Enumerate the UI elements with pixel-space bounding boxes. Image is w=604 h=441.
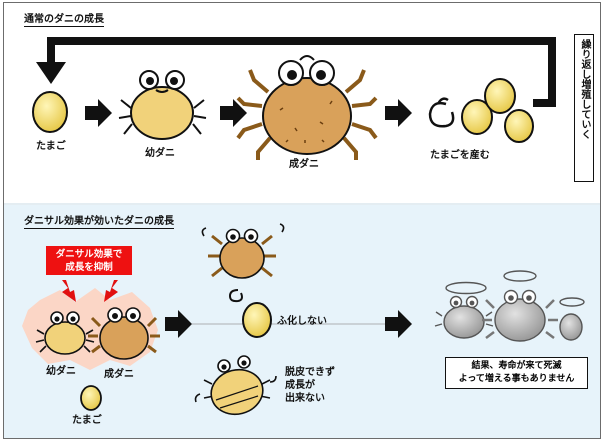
arrow-right-icon — [385, 99, 412, 127]
bottom-adult-label: 成ダニ — [104, 369, 134, 380]
arrow-right-icon — [85, 99, 112, 127]
arrow-right-icon — [220, 99, 247, 127]
cycle-note-box: 繰り返し増殖していく — [574, 34, 594, 182]
molt-failed-mite-icon — [194, 355, 277, 416]
larva-mite-icon — [118, 70, 207, 140]
larva-label: 幼ダニ — [145, 148, 175, 159]
arrow-right-icon — [385, 310, 412, 338]
unhatched-egg-icon — [242, 302, 272, 338]
no-molt-line-1: 脱皮できず — [285, 367, 335, 378]
result-box: 結果、寿命が来て死滅 よって増える事もありません — [445, 357, 588, 389]
result-line-1: 結果、寿命が来て死滅 — [471, 361, 562, 371]
no-hatch-label: ふ化しない — [277, 316, 327, 327]
lightning-arrow-icon — [104, 280, 118, 302]
cycle-note: 繰り返し増殖していく — [579, 39, 590, 139]
bottom-egg-label: たまご — [72, 415, 102, 426]
larva-mite-icon — [35, 311, 95, 355]
adult-label: 成ダニ — [289, 159, 319, 170]
dead-larva-icon — [434, 281, 494, 339]
cycle-return-arrow — [36, 37, 556, 107]
egg-icon — [32, 91, 68, 133]
egg-icon — [461, 99, 493, 135]
adult-mite-icon — [236, 55, 378, 160]
lightning-arrow-icon — [62, 280, 76, 302]
suppressed-adult-mite-icon — [201, 223, 285, 279]
egg-label: たまご — [36, 141, 66, 152]
mite-tail-icon — [228, 289, 243, 303]
egg-icon — [80, 385, 102, 411]
no-molt-label: 脱皮できず 成長が 出来ない — [285, 366, 335, 405]
bottom-section-title: ダニサル効果が効いたダニの成長 — [24, 216, 174, 229]
dead-adult-icon — [482, 270, 558, 342]
dead-egg-icon — [559, 297, 585, 341]
mite-tail-icon — [428, 101, 455, 128]
adult-mite-icon — [88, 307, 160, 360]
suppression-banner: ダニサル効果で 成長を抑制 — [46, 246, 132, 275]
egg-icon — [504, 109, 534, 143]
no-molt-line-3: 出来ない — [285, 393, 325, 404]
suppression-banner-line-2: 成長を抑制 — [65, 262, 113, 273]
top-section-title: 通常のダニの成長 — [24, 14, 104, 27]
laying-label: たまごを産む — [430, 150, 490, 161]
egg-icon — [484, 78, 516, 114]
suppression-banner-line-1: ダニサル効果で — [55, 249, 123, 260]
no-molt-line-2: 成長が — [285, 380, 315, 391]
bottom-larva-label: 幼ダニ — [46, 366, 76, 377]
result-line-2: よって増える事もありません — [458, 374, 575, 384]
arrow-right-icon — [165, 310, 192, 338]
